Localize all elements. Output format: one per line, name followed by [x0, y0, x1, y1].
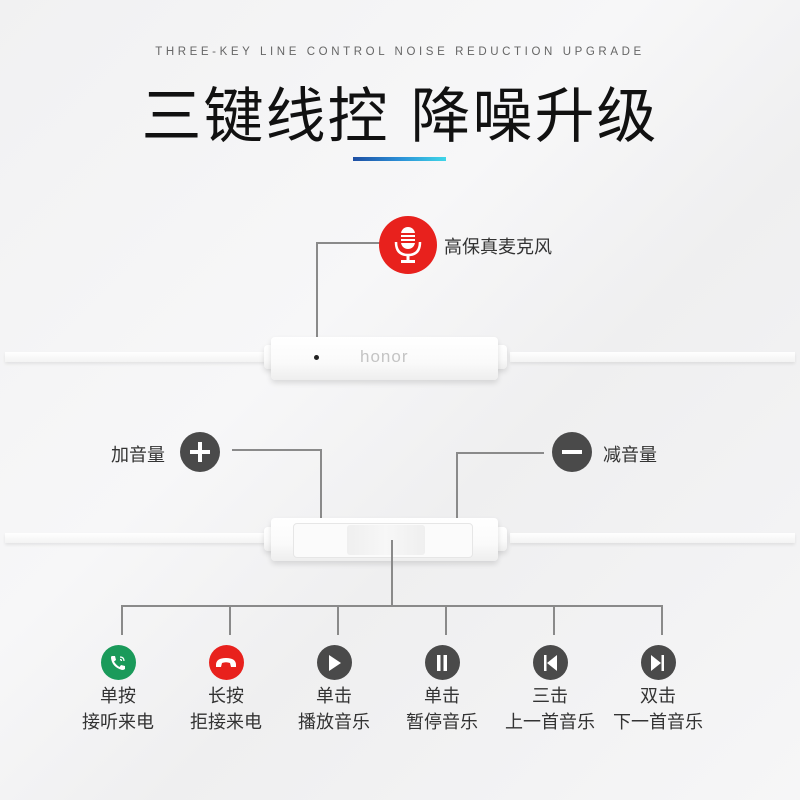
function-desc: 播放音乐: [298, 712, 370, 733]
center-leader-vertical: [391, 540, 393, 606]
volume-up-leader-vertical: [320, 449, 322, 527]
pause-icon: [424, 645, 460, 680]
function-item-answer: 单按 接听来电: [58, 645, 178, 736]
mic-leader-horizontal: [316, 242, 380, 244]
cable-left-lower: [5, 533, 267, 543]
function-desc: 接听来电: [82, 712, 154, 733]
function-desc: 暂停音乐: [406, 712, 478, 733]
function-action: 单击: [316, 686, 352, 707]
header-subtitle: THREE-KEY LINE CONTROL NOISE REDUCTION U…: [155, 46, 645, 58]
cable-right-lower: [510, 533, 795, 543]
function-item-next: 双击 下一首音乐: [598, 645, 718, 736]
phone-hangup-icon: [208, 645, 244, 680]
volume-down-label: 减音量: [603, 445, 657, 466]
function-action: 单按: [100, 686, 136, 707]
microphone-label: 高保真麦克风: [444, 237, 552, 258]
cable-right-upper: [510, 352, 795, 362]
microphone-icon: [379, 216, 437, 274]
mic-body-cap-right: [495, 345, 507, 369]
branch-4: [445, 605, 447, 635]
branch-5: [553, 605, 555, 635]
mic-hole: [314, 355, 319, 360]
previous-track-icon: [532, 645, 568, 680]
branch-3: [337, 605, 339, 635]
mic-leader-vertical: [316, 242, 318, 354]
function-action: 长按: [208, 686, 244, 707]
page-title: 三键线控 降噪升级: [141, 82, 659, 152]
remote-cap-right: [495, 527, 507, 551]
remote-cap-left: [264, 527, 274, 551]
remote-center-button: [347, 525, 425, 555]
function-item-previous: 三击 上一首音乐: [490, 645, 610, 736]
branch-1: [121, 605, 123, 635]
title-underline: [353, 157, 446, 161]
function-action: 三击: [532, 686, 568, 707]
volume-up-label: 加音量: [111, 445, 165, 466]
play-icon: [316, 645, 352, 680]
branch-2: [229, 605, 231, 635]
mic-body-cap-left: [264, 345, 274, 369]
function-tree-bar: [121, 605, 663, 607]
function-item-pause: 单击 暂停音乐: [382, 645, 502, 736]
plus-icon: [180, 432, 220, 472]
function-action: 双击: [640, 686, 676, 707]
branch-6: [661, 605, 663, 635]
minus-icon: [552, 432, 592, 472]
function-desc: 上一首音乐: [505, 712, 595, 733]
function-item-reject: 长按 拒接来电: [166, 645, 286, 736]
phone-answer-icon: [100, 645, 136, 680]
function-desc: 拒接来电: [190, 712, 262, 733]
function-action: 单击: [424, 686, 460, 707]
function-item-play: 单击 播放音乐: [274, 645, 394, 736]
function-desc: 下一首音乐: [613, 712, 703, 733]
next-track-icon: [640, 645, 676, 680]
brand-logo: honor: [360, 347, 409, 366]
mic-body: [271, 337, 498, 380]
cable-left-upper: [5, 352, 267, 362]
volume-up-leader-horizontal: [232, 449, 322, 451]
volume-down-leader-vertical: [456, 452, 458, 528]
volume-down-leader-horizontal: [456, 452, 544, 454]
